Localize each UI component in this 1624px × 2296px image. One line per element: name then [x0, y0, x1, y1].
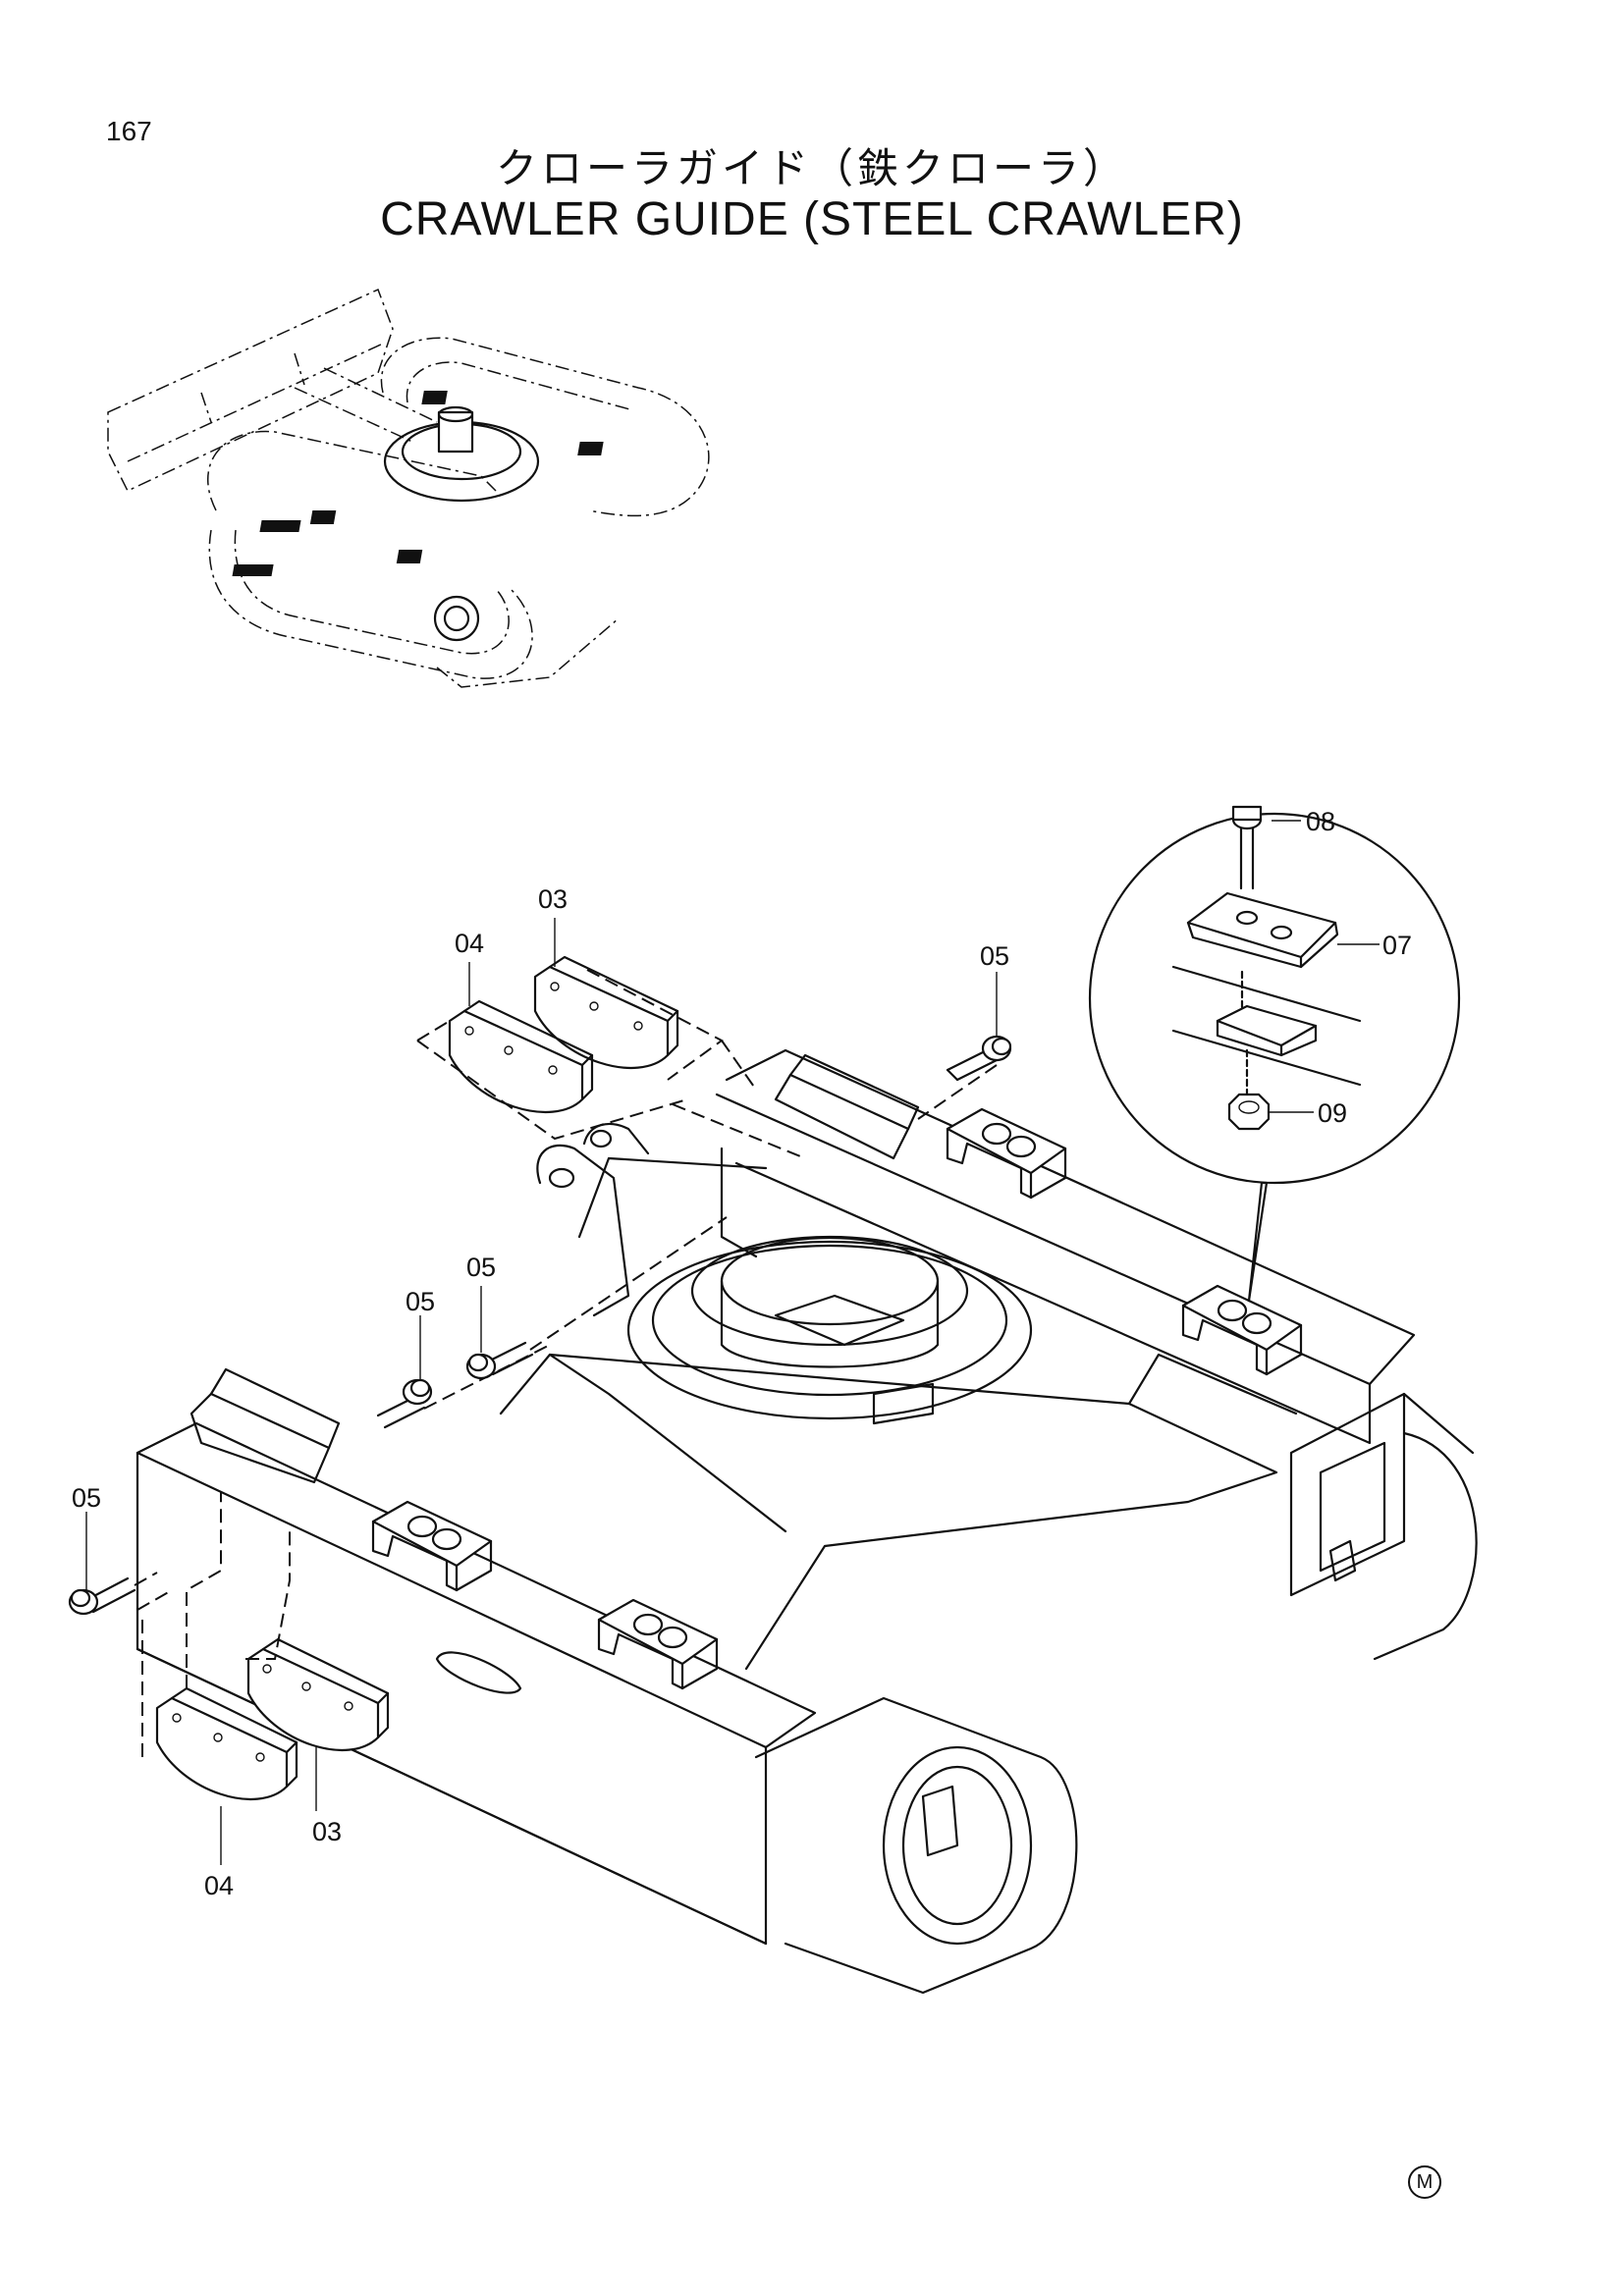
callout-04-top: 04	[455, 929, 484, 958]
callout-03-bottom: 03	[312, 1817, 342, 1846]
crawler-guide-on-frame-4	[597, 1598, 719, 1690]
crawler-guide-on-frame-3	[371, 1500, 493, 1592]
track-frame	[135, 1048, 1478, 1995]
title-japanese: クローラガイド（鉄クローラ）	[495, 144, 1128, 192]
crawler-guide-on-frame-1	[946, 1107, 1067, 1200]
callout-05-left: 05	[72, 1483, 101, 1513]
guide-plate-03-bottom	[246, 1637, 390, 1752]
bolt-05-left-upper	[376, 1378, 433, 1429]
guide-plate-04-bottom	[155, 1686, 298, 1801]
manufacturer-mark: M	[1408, 2165, 1441, 2199]
detail-circle	[1088, 805, 1461, 1303]
callout-09: 09	[1318, 1098, 1347, 1128]
guide-plate-03-top	[533, 955, 679, 1070]
bolt-05-left	[68, 1576, 136, 1616]
callout-07: 07	[1382, 931, 1412, 960]
callout-05-right: 05	[980, 941, 1009, 971]
guide-plate-04-top	[448, 999, 594, 1114]
crawler-guide-on-frame-2	[1181, 1284, 1303, 1376]
callout-05-left-upper: 05	[406, 1287, 435, 1316]
bolt-05-right	[946, 1035, 1012, 1082]
bolt-05-mid	[465, 1341, 534, 1380]
page-number: 167	[106, 116, 152, 146]
callout-08: 08	[1306, 807, 1335, 836]
overview-machine-sketch	[107, 288, 710, 688]
callout-04-bottom: 04	[204, 1871, 234, 1900]
callout-03-top: 03	[538, 884, 568, 914]
callout-05-mid: 05	[466, 1253, 496, 1282]
title-english: CRAWLER GUIDE (STEEL CRAWLER)	[380, 193, 1244, 245]
